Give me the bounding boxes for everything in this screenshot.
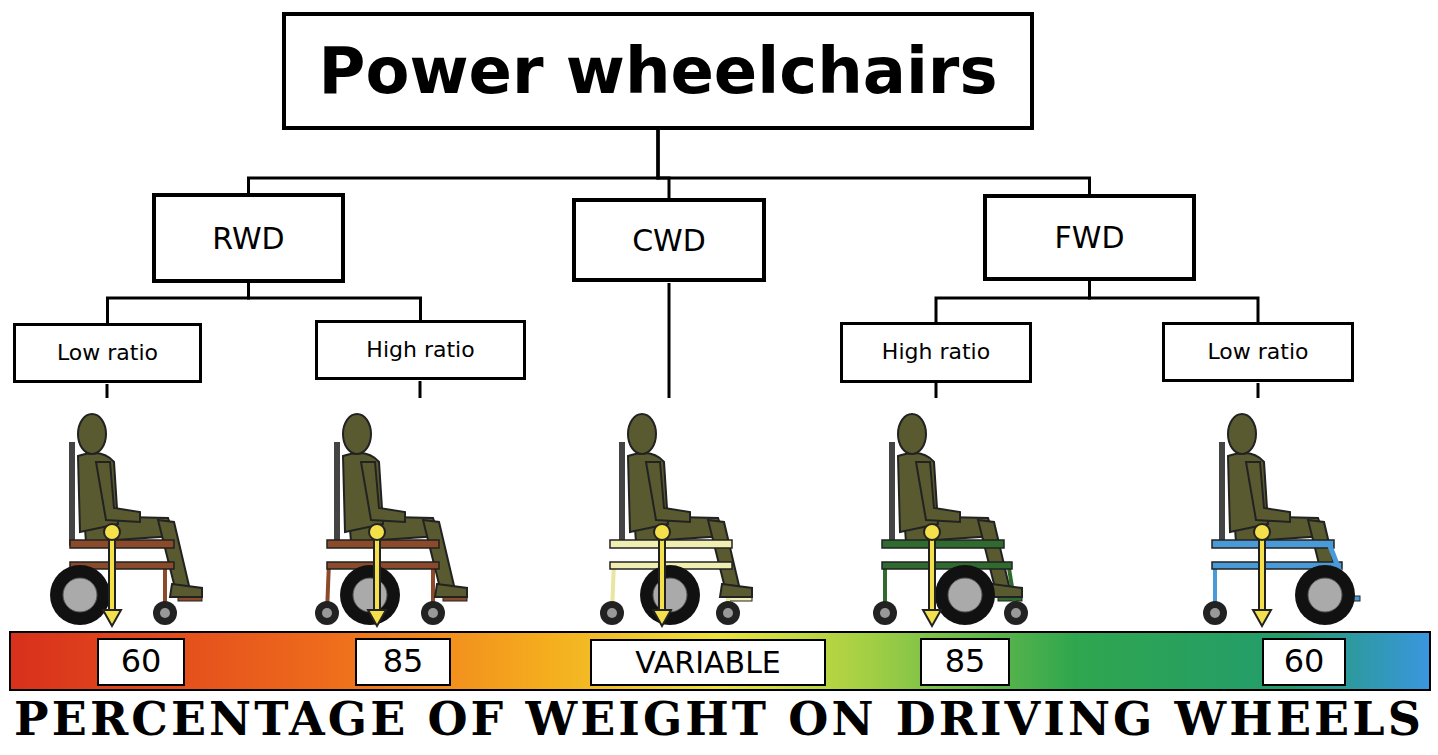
- drive-type-box: CWD: [572, 198, 766, 282]
- node-label: FWD: [1054, 221, 1124, 254]
- node-label: CWD: [632, 224, 706, 257]
- wheelchair-fwd-high: [873, 414, 1028, 626]
- percentage-box: 85: [355, 638, 451, 686]
- percentage-box: 85: [920, 638, 1010, 686]
- node-label: Power wheelchairs: [319, 36, 998, 106]
- ratio-box: High ratio: [840, 322, 1032, 383]
- node-label: Low ratio: [1207, 340, 1308, 364]
- percentage-box: VARIABLE: [590, 639, 826, 686]
- drive-type-box: FWD: [983, 194, 1196, 281]
- wheelchair-fwd-low: [1203, 414, 1360, 626]
- percentage-box: 60: [97, 638, 185, 686]
- wheelchair-rwd-high: [315, 414, 467, 626]
- node-label: RWD: [212, 222, 284, 255]
- ratio-box: Low ratio: [1162, 322, 1354, 382]
- tree-connector: [249, 130, 659, 193]
- tree-connector: [658, 130, 1090, 194]
- tree-connector: [1090, 281, 1259, 322]
- tree-connector: [936, 281, 1090, 322]
- tree-connector: [108, 283, 249, 323]
- node-label: High ratio: [882, 340, 990, 364]
- node-label: 85: [945, 644, 986, 679]
- ratio-box: Low ratio: [13, 323, 202, 383]
- tree-connector: [658, 130, 669, 198]
- title-box: Power wheelchairs: [282, 12, 1034, 130]
- leader-lines: [107, 283, 1258, 398]
- drive-type-box: RWD: [152, 193, 345, 283]
- wheelchair-rwd-low: [50, 414, 202, 626]
- scale-bar: [10, 632, 1430, 690]
- percentage-box: 60: [1262, 638, 1346, 686]
- axis-caption: PERCENTAGE OF WEIGHT ON DRIVING WHEELS: [0, 694, 1438, 745]
- node-label: 60: [121, 644, 162, 679]
- node-label: 60: [1284, 644, 1325, 679]
- node-label: Low ratio: [57, 341, 158, 365]
- node-label: VARIABLE: [635, 646, 781, 679]
- wheelchair-cwd: [600, 414, 752, 626]
- node-label: 85: [383, 644, 424, 679]
- ratio-box: High ratio: [315, 320, 526, 380]
- tree-connector: [249, 283, 421, 320]
- node-label: High ratio: [366, 338, 474, 362]
